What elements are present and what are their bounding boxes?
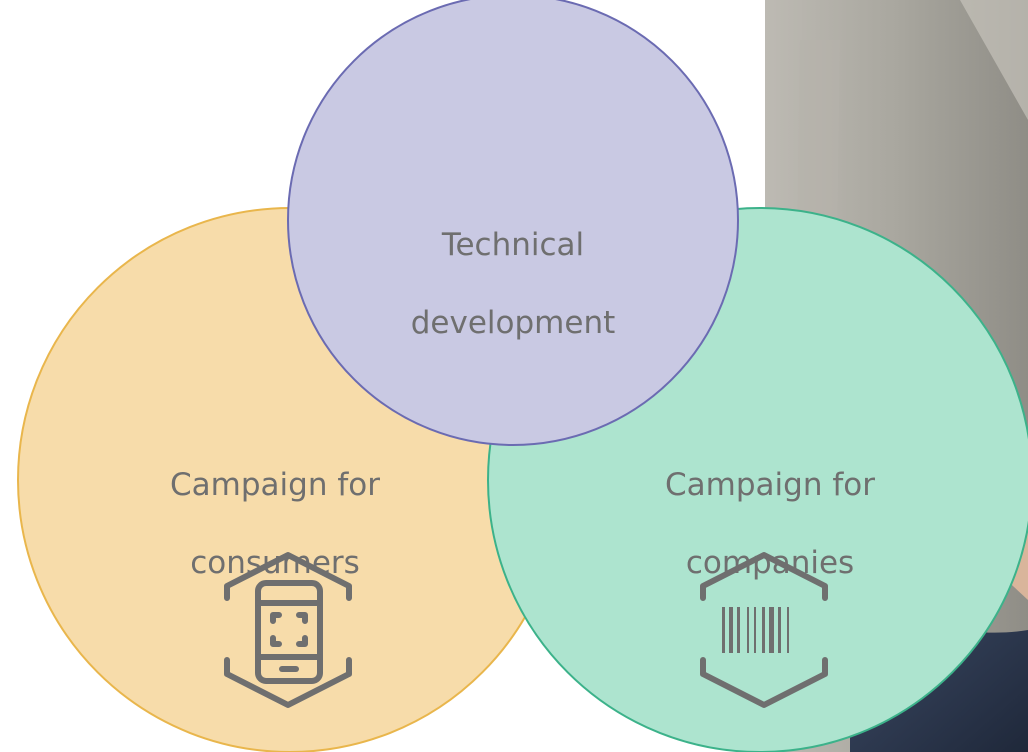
barcode-bar	[729, 607, 733, 653]
barcode-bar	[737, 607, 740, 653]
barcode-bar	[762, 607, 765, 653]
technical-label-line-2: development	[410, 305, 616, 341]
barcode-bar	[747, 607, 749, 653]
companies-campaign-label: Campaign for companies	[635, 427, 905, 622]
barcode-bar	[787, 607, 789, 653]
consumers-label-line-1: Campaign for	[170, 467, 380, 503]
companies-label-line-2: companies	[685, 545, 855, 581]
smartphone-scan-icon	[224, 552, 352, 708]
companies-label-line-1: Campaign for	[665, 467, 875, 503]
barcode-bar	[769, 607, 774, 653]
technical-label-line-1: Technical	[441, 227, 585, 263]
barcode-bar	[722, 607, 725, 653]
barcode-icon	[700, 552, 828, 708]
barcode-bar	[778, 607, 781, 653]
consumers-label-line-2: consumers	[190, 545, 360, 581]
technical-circle	[287, 0, 739, 446]
consumers-campaign-label: Campaign for consumers	[140, 427, 410, 622]
barcode-bar	[754, 607, 756, 653]
technical-development-label: Technical development	[383, 187, 643, 382]
